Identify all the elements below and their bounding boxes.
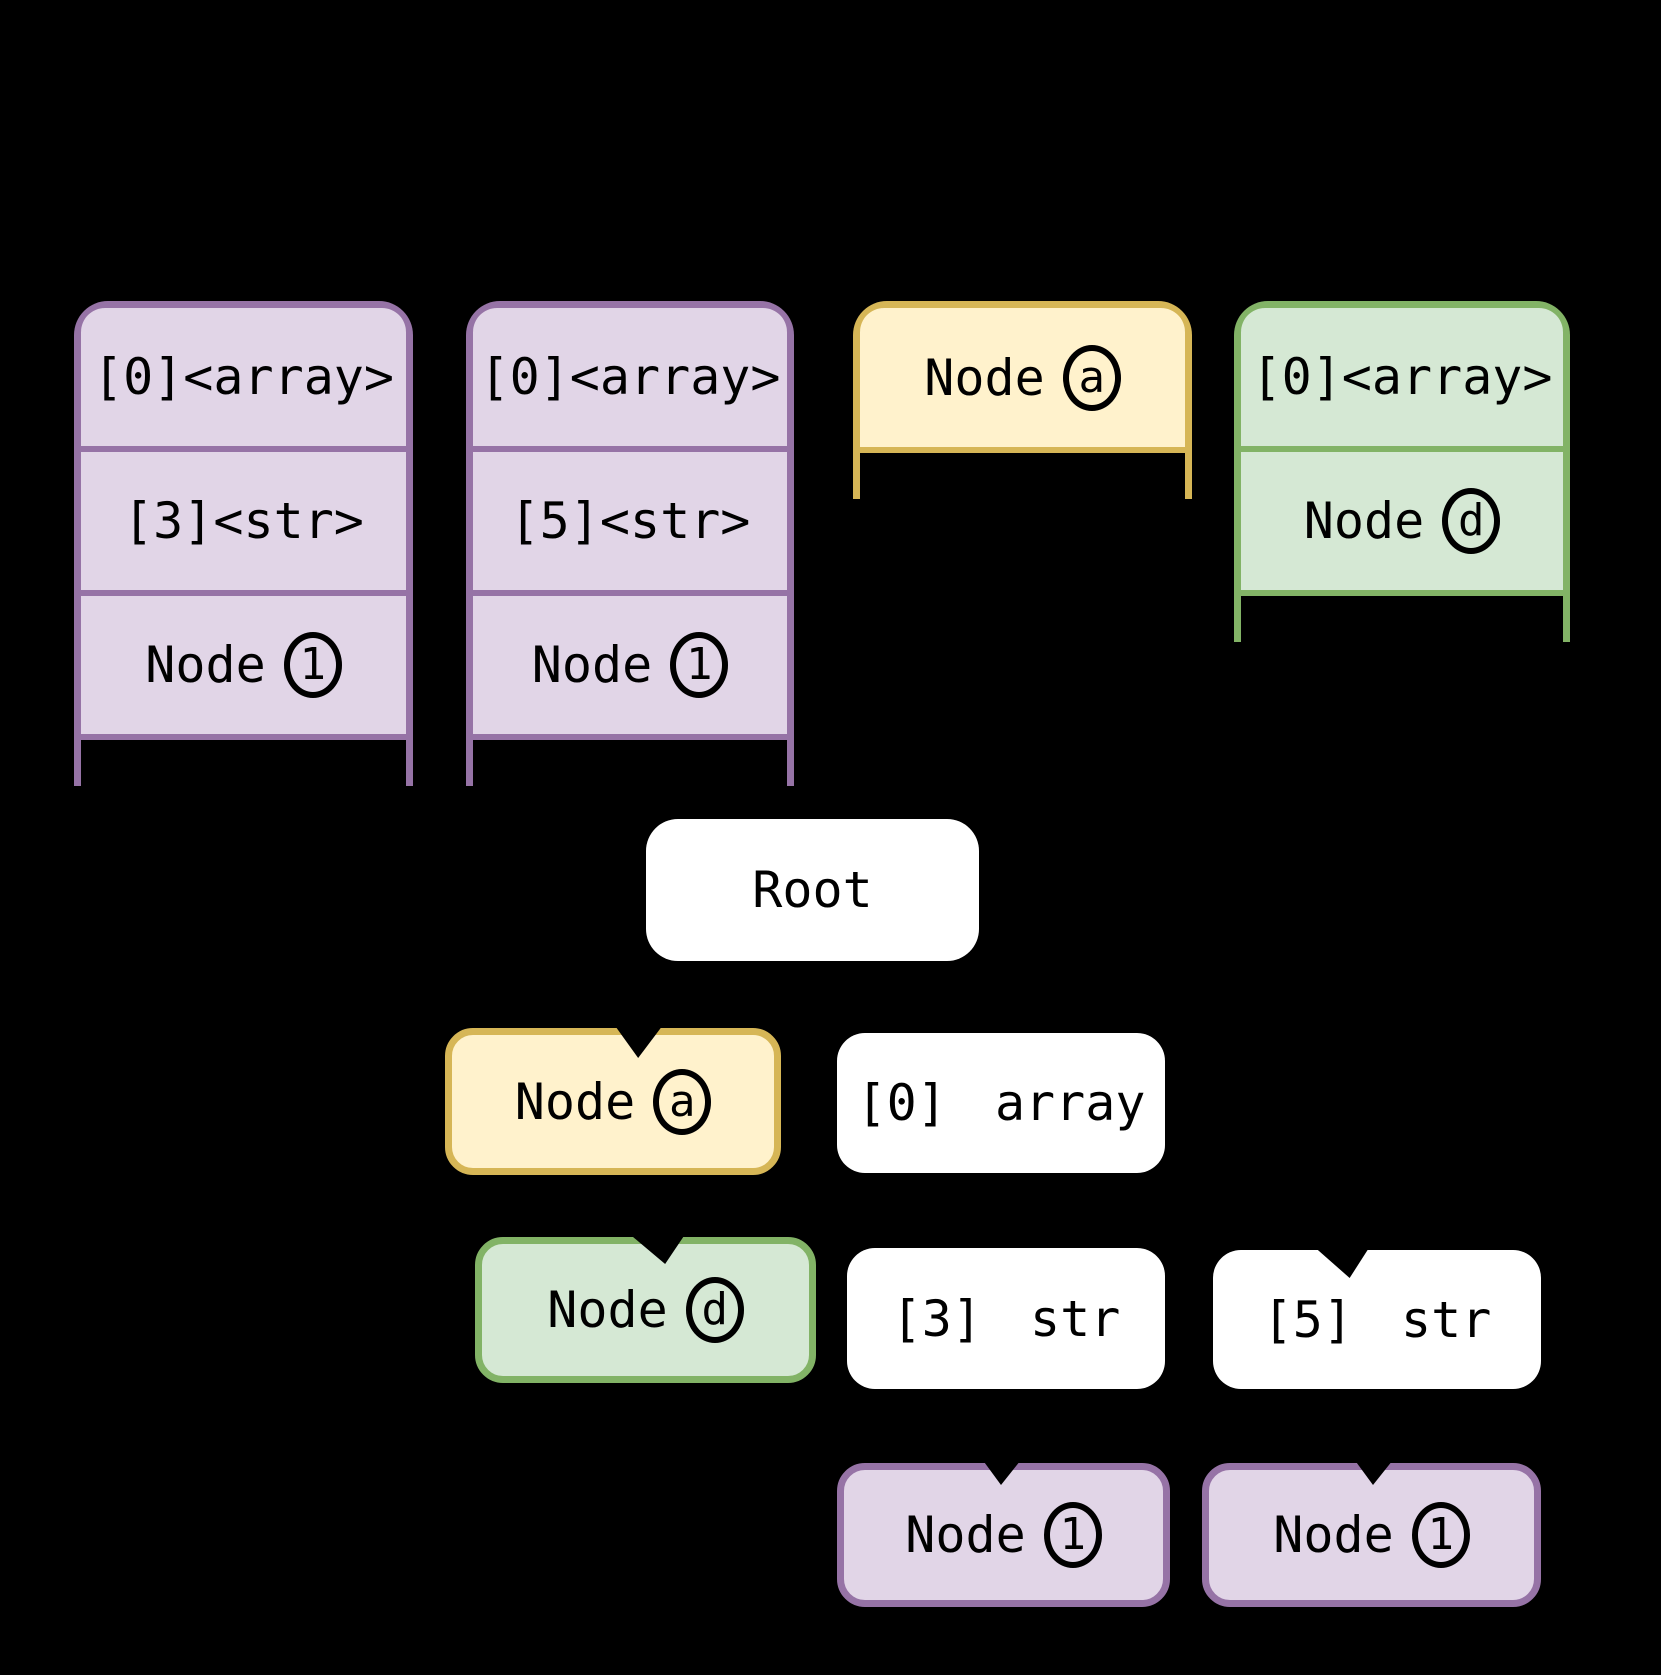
stack-open-bottom bbox=[473, 740, 787, 786]
stack-green: [0]<array> Node d bbox=[1234, 301, 1570, 642]
stack-cell-label: [5]<str> bbox=[509, 492, 751, 550]
tree-node-label: Root bbox=[752, 861, 873, 919]
node-badge: 1 bbox=[670, 632, 729, 698]
stack-purple-1: [0]<array> [3]<str> Node 1 bbox=[74, 301, 413, 786]
node-badge: 1 bbox=[283, 632, 342, 698]
stack-cell: Node d bbox=[1241, 452, 1563, 596]
tree-node-label: [5] str bbox=[1262, 1290, 1492, 1349]
tree-node-label: Node bbox=[514, 1072, 636, 1131]
node-badge: 1 bbox=[1411, 1502, 1470, 1568]
stack-cell: [0]<array> bbox=[473, 308, 787, 452]
tree-node-str-3: [3] str bbox=[847, 1248, 1165, 1389]
stack-cell-label: [0]<array> bbox=[479, 348, 781, 406]
stack-open-bottom bbox=[81, 740, 406, 786]
tree-node-label: Node bbox=[547, 1281, 668, 1339]
tree-node-1-right: Node 1 bbox=[1202, 1463, 1541, 1607]
stack-cell-label: [3]<str> bbox=[123, 492, 364, 550]
tree-node-label: Node bbox=[1273, 1506, 1394, 1564]
stack-yellow: Node a bbox=[853, 301, 1192, 499]
stack-open-bottom bbox=[860, 453, 1185, 499]
stack-cell: [0]<array> bbox=[1241, 308, 1563, 452]
tree-node-str-5: [5] str bbox=[1213, 1250, 1541, 1389]
stack-cell: [5]<str> bbox=[473, 452, 787, 596]
stack-cell-label: Node bbox=[924, 348, 1045, 407]
stack-cell-label: [0]<array> bbox=[92, 348, 395, 406]
stack-cell: Node a bbox=[860, 308, 1185, 453]
stack-cell-label: Node bbox=[531, 636, 653, 694]
node-badge: a bbox=[1062, 344, 1121, 411]
tree-node-a: Node a bbox=[445, 1028, 781, 1175]
tree-node-d: Node d bbox=[475, 1237, 816, 1383]
tree-node-1-left: Node 1 bbox=[837, 1463, 1170, 1607]
stack-cell: Node 1 bbox=[473, 596, 787, 740]
node-badge: a bbox=[653, 1068, 712, 1135]
node-badge: 1 bbox=[1043, 1502, 1102, 1568]
tree-node-label: [3] str bbox=[891, 1289, 1121, 1348]
stack-open-bottom bbox=[1241, 596, 1563, 642]
stack-cell: [0]<array> bbox=[81, 308, 406, 452]
stack-cell-label: Node bbox=[1303, 492, 1425, 550]
stack-cell-label: [0]<array> bbox=[1251, 348, 1553, 406]
stack-purple-2: [0]<array> [5]<str> Node 1 bbox=[466, 301, 794, 786]
node-badge: d bbox=[685, 1277, 744, 1343]
tree-node-label: [0] array bbox=[856, 1074, 1146, 1132]
tree-node-label: Node bbox=[905, 1506, 1026, 1564]
node-badge: d bbox=[1442, 488, 1501, 554]
stack-cell: Node 1 bbox=[81, 596, 406, 740]
stack-cell: [3]<str> bbox=[81, 452, 406, 596]
stack-cell-label: Node bbox=[145, 636, 266, 694]
tree-node-array-0: [0] array bbox=[837, 1033, 1165, 1173]
tree-node-root: Root bbox=[646, 819, 979, 961]
